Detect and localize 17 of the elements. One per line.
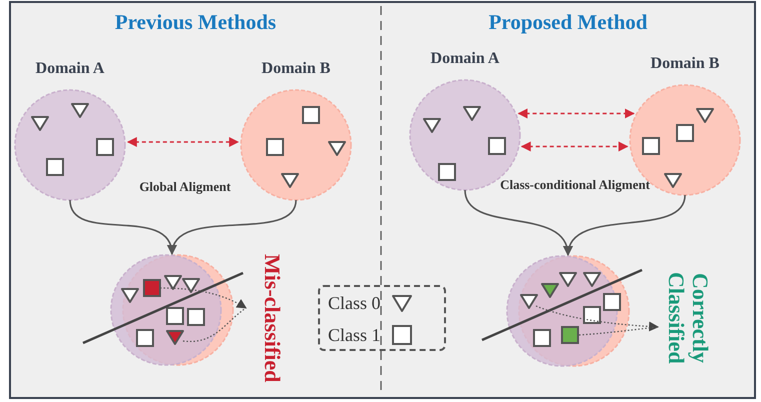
result-label: Correctly Classified (664, 271, 712, 366)
alignment-label: Global Aligment (138, 178, 232, 196)
panel-title: Previous Methods (114, 10, 278, 35)
dashed-arrow (520, 142, 628, 152)
legend-label: Class 0 (328, 292, 381, 314)
domain-heading: Domain A (430, 50, 500, 69)
curved-arrow (169, 200, 297, 255)
domain-heading: Domain B (650, 55, 720, 74)
result-label: Mis-classified (260, 252, 284, 384)
curved-arrow (564, 194, 686, 256)
domain-heading: Domain B (260, 60, 332, 79)
alignment-label: Class-conditional Aligment (499, 176, 651, 194)
legend-label: Class 1 (328, 324, 381, 346)
panel-title: Proposed Method (488, 10, 648, 35)
domain-heading: Domain A (34, 60, 106, 79)
dashed-arrow (518, 108, 635, 118)
dashed-arrow (126, 137, 240, 147)
